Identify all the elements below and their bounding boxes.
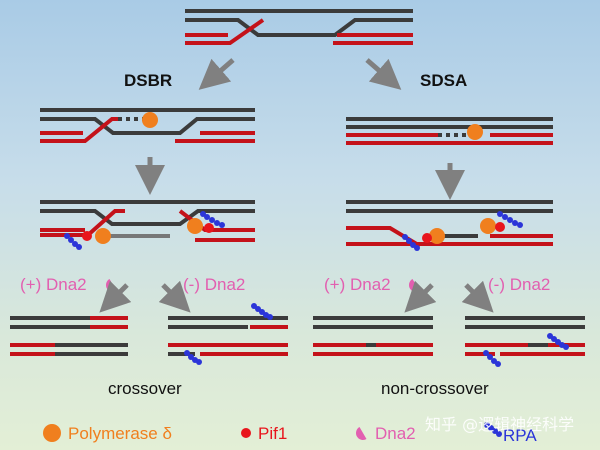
rpa-icon — [402, 211, 523, 251]
plus-dna2-left-label: (+) Dna2 — [20, 275, 87, 294]
dna2-pacman-icon — [409, 278, 420, 292]
blue-beads-icon — [484, 422, 502, 437]
minus-dna2-left-label: (-) Dna2 — [183, 275, 245, 294]
dsbr-label: DSBR — [124, 71, 172, 90]
arrows-top — [198, 58, 402, 90]
legend-pif1-label: Pif1 — [258, 424, 287, 443]
red-dot-icon — [241, 428, 251, 438]
polymerase-icon — [467, 124, 483, 140]
rpa-icon — [64, 211, 225, 250]
dsbr-step3-proteins — [64, 211, 225, 250]
legend-dna2-label: Dna2 — [375, 424, 416, 443]
sdsa-step3-proteins — [402, 211, 523, 251]
legend-polymerase-label: Polymerase δ — [68, 424, 172, 443]
dsbr-step3 — [40, 200, 255, 242]
dna2-pacman-icon — [106, 278, 117, 292]
plus-dna2-right-label: (+) Dna2 — [324, 275, 391, 294]
pif1-icon — [495, 222, 505, 232]
sdsa-step2 — [346, 117, 553, 145]
pacman-icon — [356, 426, 367, 440]
orange-circle-icon — [43, 424, 61, 442]
arrows-down — [135, 157, 465, 200]
polymerase-icon — [142, 112, 158, 128]
polymerase-icon — [429, 228, 445, 244]
legend-rpa-label: RPA — [503, 426, 537, 445]
legend: Polymerase δ Pif1 Dna2 RPA — [43, 422, 537, 445]
arrows-branch — [99, 280, 494, 313]
pif1-icon — [82, 231, 92, 241]
product-dsbr-minus — [168, 316, 288, 356]
non-crossover-label: non-crossover — [381, 379, 489, 398]
polymerase-icon — [480, 218, 496, 234]
sdsa-label: SDSA — [420, 71, 467, 90]
crossover-label: crossover — [108, 379, 182, 398]
product-sdsa-plus — [313, 316, 433, 356]
initial-d-loop — [185, 9, 413, 45]
polymerase-icon — [187, 218, 203, 234]
pif1-icon — [204, 223, 214, 233]
dsbr-step2 — [40, 108, 255, 143]
sdsa-step3 — [346, 200, 553, 248]
product-dsbr-plus — [10, 316, 128, 356]
polymerase-icon — [95, 228, 111, 244]
watermark: 知乎 @逻辑神经科学 — [425, 415, 574, 434]
rpa-icon — [483, 333, 569, 367]
pif1-icon — [422, 233, 432, 243]
minus-dna2-right-label: (-) Dna2 — [488, 275, 550, 294]
rpa-icon — [184, 303, 273, 365]
